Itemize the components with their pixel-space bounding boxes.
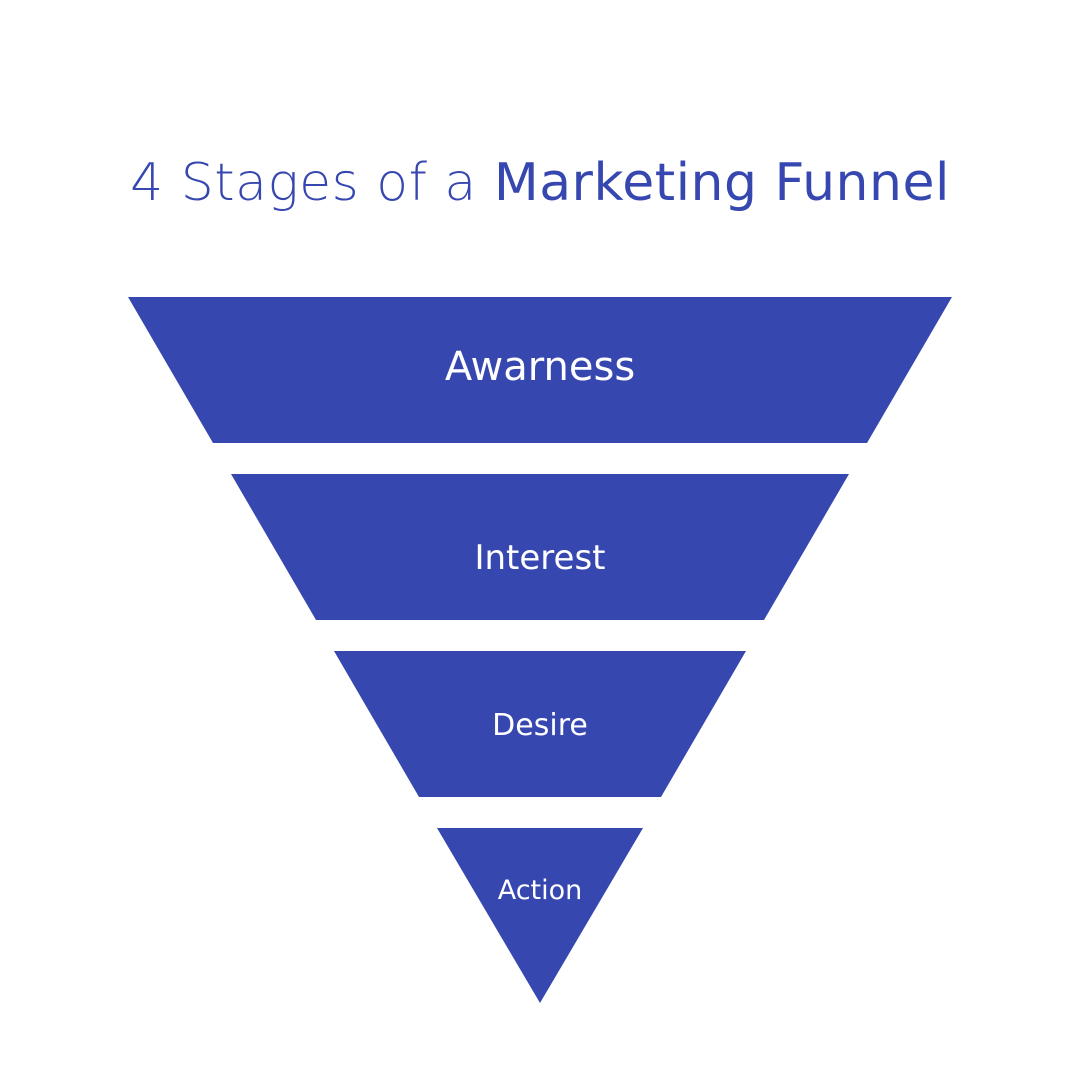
funnel-segment-awareness bbox=[128, 297, 952, 443]
funnel-segment-interest bbox=[231, 474, 849, 620]
funnel-stage-action: Action bbox=[437, 828, 643, 1003]
stage-label-desire: Desire bbox=[492, 708, 588, 743]
funnel-stage-desire: Desire bbox=[334, 651, 746, 797]
title-prefix: 4 Stages of a bbox=[130, 153, 494, 213]
funnel-segment-action bbox=[437, 828, 643, 1003]
stage-label-awareness: Awarness bbox=[445, 344, 635, 390]
funnel-segment-desire bbox=[334, 651, 746, 797]
diagram-title: 4 Stages of a Marketing Funnel bbox=[0, 148, 1080, 218]
funnel-stage-awareness: Awarness bbox=[128, 297, 952, 443]
stage-label-interest: Interest bbox=[474, 538, 605, 578]
funnel-stage-interest: Interest bbox=[231, 474, 849, 620]
title-emphasis: Marketing Funnel bbox=[493, 153, 950, 213]
stage-label-action: Action bbox=[498, 875, 583, 906]
